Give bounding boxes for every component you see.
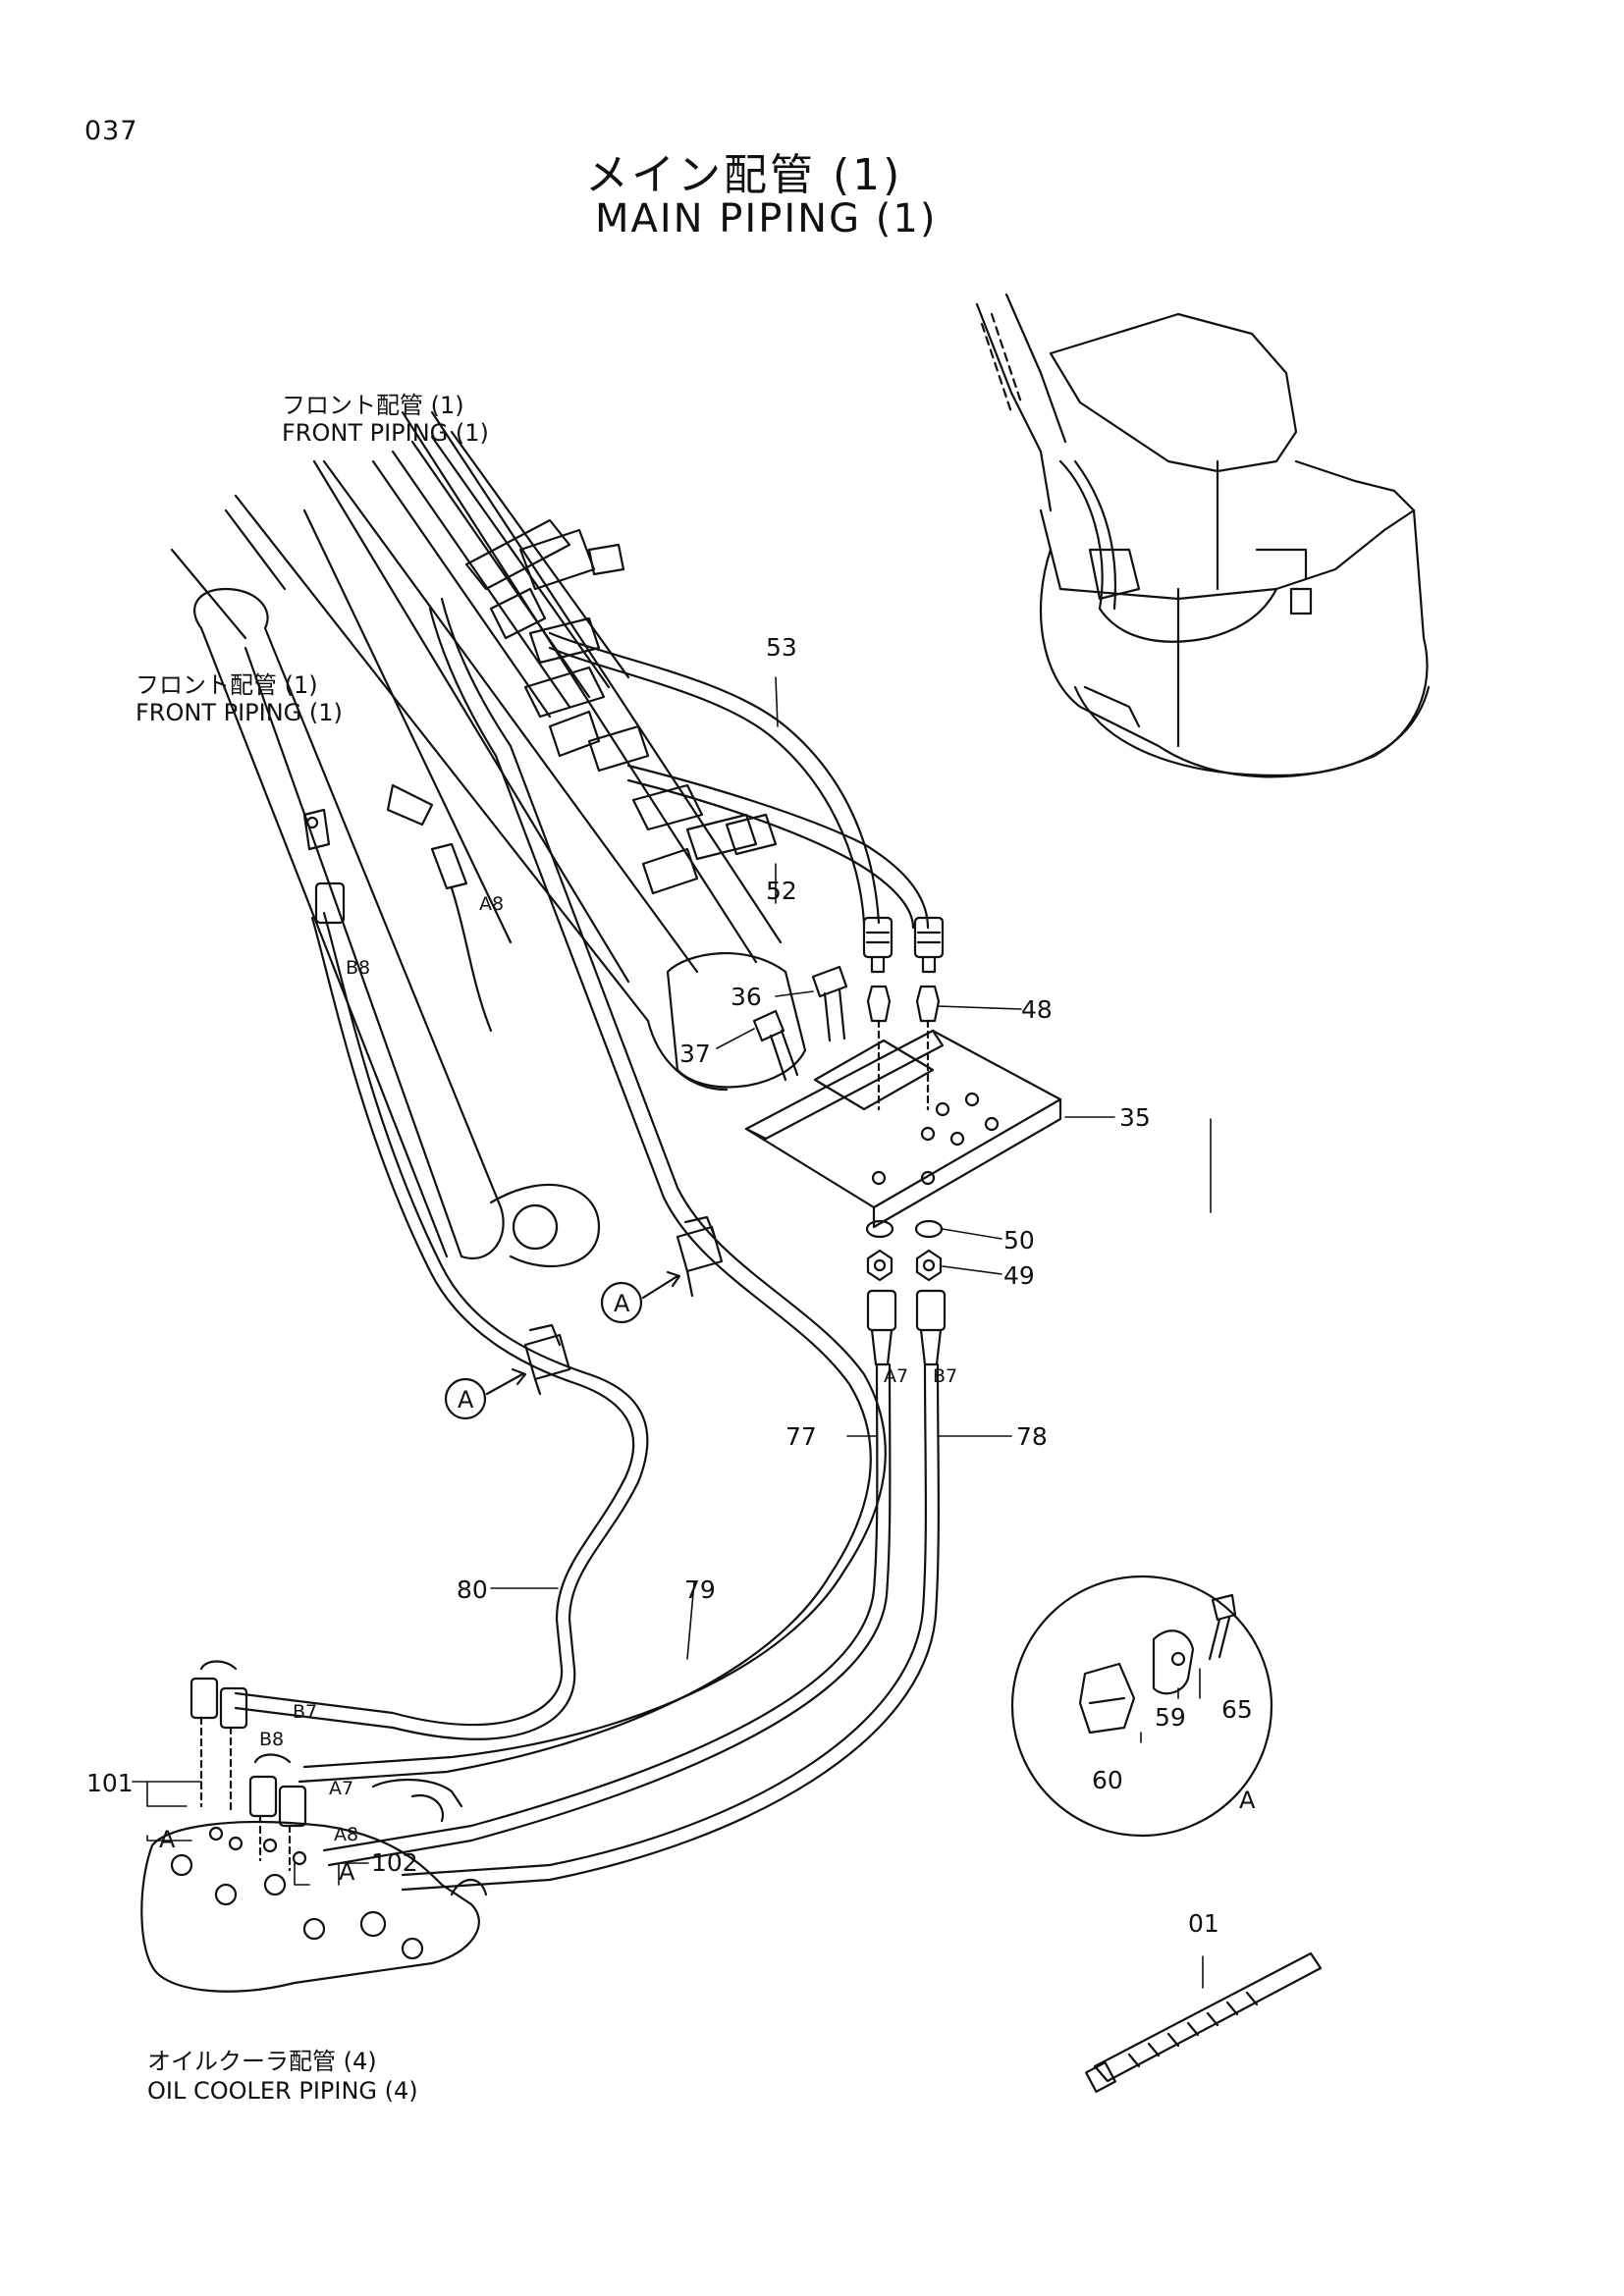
page-number: 037 bbox=[84, 116, 138, 146]
page-title-english: MAIN PIPING (1) bbox=[595, 196, 938, 241]
port-label-a7-cv: A7 bbox=[329, 1778, 353, 1799]
bolt-37 bbox=[752, 1009, 799, 1082]
page-title-japanese: メイン配管 (1) bbox=[585, 150, 903, 200]
washers-50 bbox=[865, 1219, 944, 1239]
detail-marker-cv-right: A bbox=[339, 1858, 355, 1886]
hose-78 bbox=[401, 1362, 940, 1892]
port-label-a8-boom: A8 bbox=[479, 893, 504, 915]
valve-fittings-cluster bbox=[371, 430, 778, 895]
callout-79: 79 bbox=[684, 1575, 716, 1604]
detail-marker-clamp-lower: A bbox=[458, 1386, 474, 1414]
callout-35: 35 bbox=[1119, 1103, 1151, 1132]
callout-59: 59 bbox=[1155, 1703, 1186, 1732]
bracket-plate-35 bbox=[744, 1029, 1062, 1229]
callout-01: 01 bbox=[1188, 1909, 1219, 1938]
detail-markers: A A A A A bbox=[159, 1290, 1256, 1886]
callout-77: 77 bbox=[785, 1422, 817, 1451]
clamp-a-upper bbox=[676, 1215, 724, 1298]
adapter-48-fittings bbox=[866, 985, 941, 1111]
detail-marker-clamp-upper: A bbox=[614, 1290, 630, 1317]
reference-oil-cooler-en: OIL COOLER PIPING (4) bbox=[147, 2077, 418, 2105]
detail-marker-cv-left: A bbox=[159, 1826, 176, 1853]
callout-101: 101 bbox=[86, 1769, 134, 1797]
hose-52 bbox=[626, 764, 930, 930]
callout-numbers: 53 52 36 37 48 35 50 49 77 78 79 80 101 … bbox=[86, 633, 1253, 1938]
callout-36: 36 bbox=[731, 983, 762, 1011]
callout-80: 80 bbox=[457, 1575, 488, 1604]
hose-77 bbox=[322, 1362, 892, 1867]
port-labels: A7 B7 A8 B8 B7 B8 A7 A8 bbox=[259, 893, 957, 1845]
reference-front-piping-left-en: FRONT PIPING (1) bbox=[135, 699, 343, 726]
clamp-a-lower bbox=[523, 1323, 571, 1396]
reference-oil-cooler-ja: オイルクーラ配管 (4) bbox=[147, 2048, 377, 2075]
nuts-49 bbox=[866, 1249, 943, 1282]
hose-fittings-52-53 bbox=[862, 916, 945, 974]
port-label-b8-cv: B8 bbox=[259, 1729, 284, 1750]
port-label-a7-valve: A7 bbox=[884, 1365, 908, 1387]
hose-80-top-fitting bbox=[302, 808, 331, 851]
boom-structure bbox=[170, 410, 807, 1268]
excavator-body-illustration bbox=[975, 293, 1431, 778]
hose-79-upper-fitting bbox=[430, 842, 493, 1033]
detail-view-a-circle bbox=[1010, 1575, 1273, 1838]
callout-65: 65 bbox=[1221, 1695, 1253, 1724]
control-valve-body bbox=[140, 1820, 488, 1993]
callout-53: 53 bbox=[766, 633, 797, 662]
reference-front-piping-top-en: FRONT PIPING (1) bbox=[282, 419, 489, 447]
port-label-b8-boom: B8 bbox=[346, 957, 370, 979]
hose-80 bbox=[234, 881, 649, 1740]
bolt-36 bbox=[811, 965, 848, 1042]
clamp-arrow-markers bbox=[444, 1270, 681, 1420]
control-valve-fittings bbox=[189, 1660, 463, 1872]
callout-leaders bbox=[132, 676, 1212, 1989]
callout-49: 49 bbox=[1003, 1261, 1035, 1290]
callout-60: 60 bbox=[1092, 1766, 1123, 1794]
hose-79 bbox=[298, 597, 887, 1784]
hose-77-78-fittings bbox=[866, 1289, 947, 1366]
port-label-a8-cv: A8 bbox=[334, 1824, 358, 1845]
port-label-b7-valve: B7 bbox=[933, 1365, 957, 1387]
cable-tie-01 bbox=[1085, 1951, 1323, 2093]
detail-marker-view-a: A bbox=[1239, 1787, 1256, 1814]
callout-78: 78 bbox=[1016, 1422, 1048, 1451]
callout-50: 50 bbox=[1003, 1226, 1035, 1255]
hose-53 bbox=[548, 631, 881, 925]
port-label-b7-cv: B7 bbox=[293, 1701, 317, 1723]
callout-48: 48 bbox=[1021, 995, 1053, 1024]
callout-37: 37 bbox=[679, 1040, 711, 1068]
callout-52: 52 bbox=[766, 877, 797, 905]
callout-102: 102 bbox=[371, 1848, 418, 1877]
